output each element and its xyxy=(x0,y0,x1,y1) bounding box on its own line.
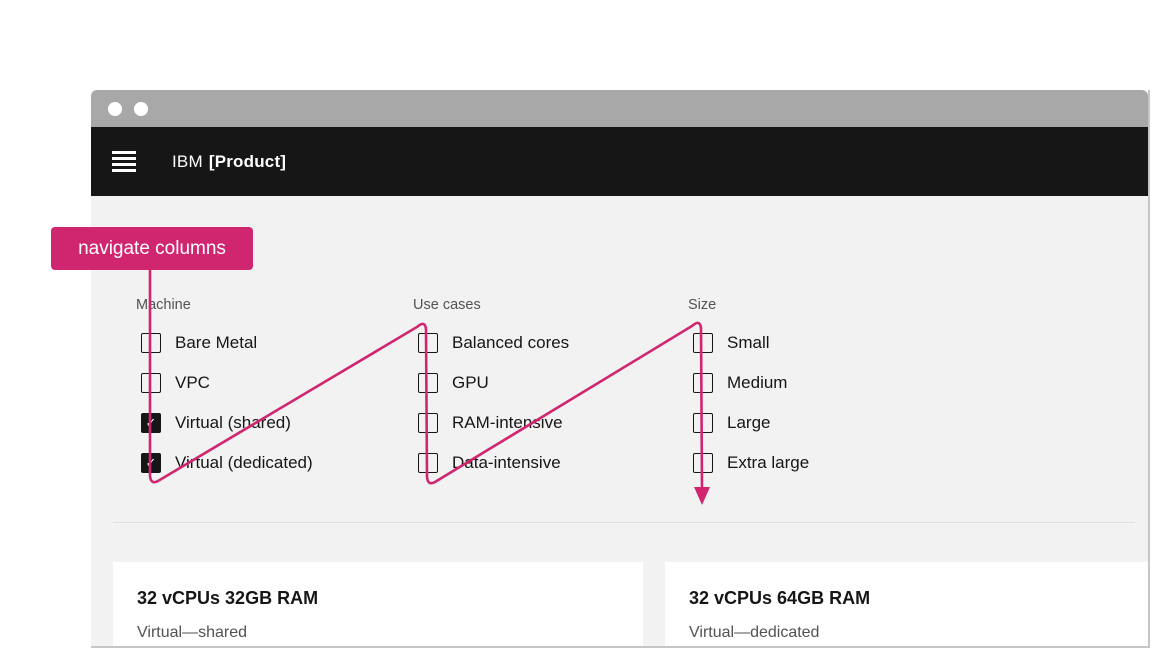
app-header: IBM[Product] xyxy=(91,127,1148,196)
product-name: [Product] xyxy=(208,151,287,171)
brand-name: IBM xyxy=(172,151,203,171)
checkbox-label[interactable]: Large xyxy=(727,413,771,432)
column-title: Size xyxy=(688,297,717,313)
checkbox-option[interactable]: ✓ Extra large xyxy=(693,453,958,473)
result-card[interactable]: 32 vCPUs 64GB RAM Virtual—dedicated xyxy=(665,562,1148,648)
checkbox-label[interactable]: VPC xyxy=(175,373,210,392)
checkbox[interactable]: ✓ xyxy=(141,373,161,393)
result-card[interactable]: 32 vCPUs 32GB RAM Virtual—shared xyxy=(113,562,643,648)
checkbox-option[interactable]: ✓ VPC xyxy=(141,373,406,393)
checkbox-label[interactable]: GPU xyxy=(452,373,489,392)
checkbox[interactable]: ✓ xyxy=(141,453,161,473)
column-title: Machine xyxy=(136,297,191,313)
window-bottom-edge xyxy=(91,646,1148,648)
checkbox-label[interactable]: Medium xyxy=(727,373,788,392)
checkbox[interactable]: ✓ xyxy=(141,333,161,353)
checkbox-label[interactable]: RAM-intensive xyxy=(452,413,563,432)
checkbox-label[interactable]: Balanced cores xyxy=(452,333,570,352)
hamburger-menu-icon[interactable] xyxy=(112,151,136,172)
card-subtitle: Virtual—shared xyxy=(137,624,247,641)
annotation-tag: navigate columns xyxy=(51,227,253,270)
filter-column-use-cases: Use cases ✓ Balanced cores ✓ GPU ✓ RAM-i… xyxy=(413,297,683,493)
checkbox-option[interactable]: ✓ Virtual (shared) xyxy=(141,413,406,433)
checkbox[interactable]: ✓ xyxy=(693,373,713,393)
checkbox-option[interactable]: ✓ Large xyxy=(693,413,958,433)
checkbox[interactable]: ✓ xyxy=(418,373,438,393)
window-control-dot[interactable] xyxy=(134,101,148,116)
checkbox-label[interactable]: Virtual (dedicated) xyxy=(175,453,313,472)
filter-column-machine: Machine ✓ Bare Metal ✓ VPC ✓ Virtual (sh… xyxy=(136,297,406,493)
filter-column-size: Size ✓ Small ✓ Medium ✓ Large ✓ Extra la… xyxy=(688,297,958,493)
column-title: Use cases xyxy=(413,297,481,313)
checkbox-option[interactable]: ✓ Balanced cores xyxy=(418,333,683,353)
checkbox-option[interactable]: ✓ Data-intensive xyxy=(418,453,683,473)
checkbox[interactable]: ✓ xyxy=(693,453,713,473)
checkbox-label[interactable]: Bare Metal xyxy=(175,333,258,352)
checkbox-label[interactable]: Virtual (shared) xyxy=(175,413,291,432)
checkbox[interactable]: ✓ xyxy=(693,413,713,433)
checkbox-option[interactable]: ✓ GPU xyxy=(418,373,683,393)
checkbox-label[interactable]: Extra large xyxy=(727,453,810,472)
checkbox[interactable]: ✓ xyxy=(418,333,438,353)
checkbox[interactable]: ✓ xyxy=(693,333,713,353)
check-icon: ✓ xyxy=(145,455,157,471)
checkbox-option[interactable]: ✓ Medium xyxy=(693,373,958,393)
app-title: IBM[Product] xyxy=(172,152,286,172)
card-title: 32 vCPUs 64GB RAM xyxy=(689,588,871,608)
checkbox-option[interactable]: ✓ Virtual (dedicated) xyxy=(141,453,406,473)
card-subtitle: Virtual—dedicated xyxy=(689,624,820,641)
checkbox-label[interactable]: Small xyxy=(727,333,770,352)
window-titlebar xyxy=(91,90,1148,127)
browser-window: IBM[Product] Machine ✓ Bare Metal ✓ VPC … xyxy=(91,90,1150,648)
window-control-dot[interactable] xyxy=(108,101,122,116)
checkbox[interactable]: ✓ xyxy=(141,413,161,433)
section-divider xyxy=(113,522,1135,523)
checkbox[interactable]: ✓ xyxy=(418,413,438,433)
card-title: 32 vCPUs 32GB RAM xyxy=(137,588,319,608)
checkbox-option[interactable]: ✓ Bare Metal xyxy=(141,333,406,353)
check-icon: ✓ xyxy=(145,415,157,431)
checkbox-option[interactable]: ✓ Small xyxy=(693,333,958,353)
checkbox[interactable]: ✓ xyxy=(418,453,438,473)
checkbox-option[interactable]: ✓ RAM-intensive xyxy=(418,413,683,433)
checkbox-label[interactable]: Data-intensive xyxy=(452,453,561,472)
